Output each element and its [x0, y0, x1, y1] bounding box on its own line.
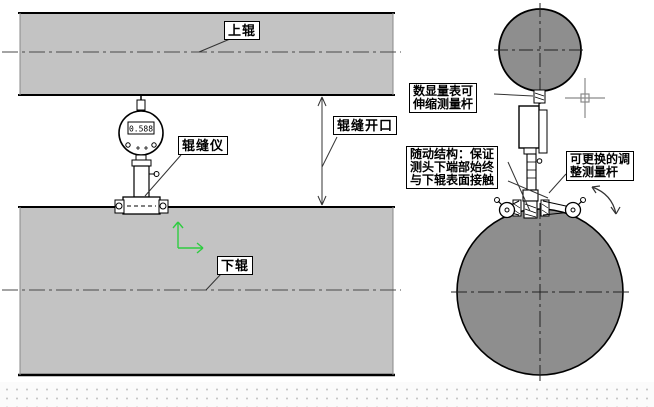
label-lower-roller-text: 下辊: [221, 258, 250, 273]
label-adjustable-rod: 可更换的调 整测量杆: [566, 151, 635, 181]
swing-arrow: [591, 185, 621, 215]
label-digital-rod-line1: 数显量表可: [413, 84, 474, 98]
leader-lines-right: [493, 93, 567, 212]
label-follower-structure: 随动结构：保证 测头下端部始终 与下辊表面接触: [406, 146, 499, 189]
label-follower-line3: 与下辊表面接触: [410, 173, 495, 187]
label-digital-rod-line2: 伸缩测量杆: [413, 97, 474, 111]
ucs-axes-icon: [172, 221, 204, 254]
label-gap-opening: 辊缝开口: [333, 116, 398, 135]
follower-wheel-right: [564, 201, 582, 219]
label-follower-line1: 随动结构：保证: [410, 147, 495, 161]
cad-background-grid: [0, 382, 654, 407]
label-digital-telescopic-rod: 数显量表可 伸缩测量杆: [409, 83, 478, 113]
cad-crosshair-cursor: [565, 78, 605, 118]
label-upper-roller: 上辊: [224, 21, 261, 40]
follower-wheel-left: [498, 201, 516, 219]
upper-roller: [2, 12, 401, 96]
gauge-display: [127, 121, 155, 135]
label-upper-roller-text: 上辊: [228, 23, 257, 38]
measuring-device: [494, 89, 586, 219]
leader-lines-left: [144, 38, 338, 291]
label-lower-roller: 下辊: [217, 256, 254, 275]
label-gap-opening-text: 辊缝开口: [337, 118, 394, 133]
upper-roll-section: [494, 3, 587, 104]
label-gap-gauge-text: 辊缝仪: [182, 138, 225, 153]
label-gap-gauge: 辊缝仪: [178, 136, 229, 155]
lower-roll-section: [451, 203, 629, 385]
gauge-reading: 0.588: [129, 125, 153, 134]
label-adjust-rod-line2: 整测量杆: [570, 165, 619, 179]
lower-roller: [2, 206, 401, 377]
dial-gauge: 0.588: [114, 95, 169, 215]
label-adjust-rod-line1: 可更换的调: [570, 152, 631, 166]
gap-dimension: [317, 96, 327, 206]
label-follower-line2: 测头下端部始终: [410, 160, 495, 174]
